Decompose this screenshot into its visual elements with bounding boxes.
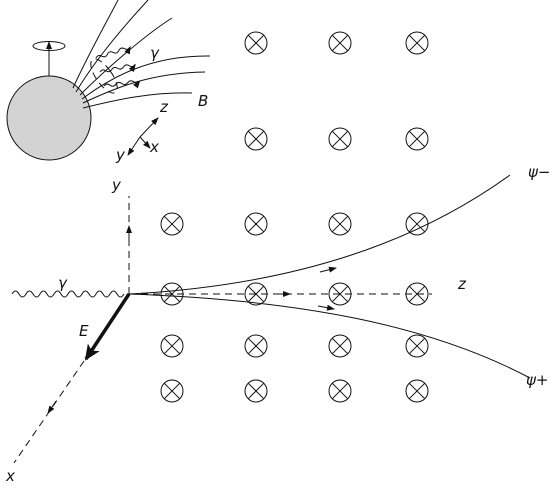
pair-trajectories: ψ− ψ+ xyxy=(128,163,550,389)
circle-cross-icon xyxy=(244,127,268,151)
inset-axes: z y x xyxy=(115,98,169,164)
psi-plus-label: ψ+ xyxy=(526,371,548,389)
circle-cross-icon xyxy=(328,212,352,236)
e-field-label: E xyxy=(79,322,89,340)
circle-cross-icon xyxy=(160,334,184,358)
circle-cross-icon xyxy=(405,379,429,403)
psi-plus-arrow xyxy=(317,304,335,311)
psi-minus-trajectory xyxy=(128,174,511,295)
psi-minus-arrow xyxy=(319,266,337,273)
photon-squiggles xyxy=(95,45,141,89)
gamma-main-label: γ xyxy=(58,274,68,292)
inset-x-label: x xyxy=(149,138,159,156)
star-inset: γ B z y x xyxy=(6,0,211,164)
field-lines xyxy=(72,0,211,109)
psi-minus-label: ψ− xyxy=(528,163,550,181)
incoming-photon: γ xyxy=(11,274,125,298)
e-field-arrow xyxy=(84,293,131,361)
psi-plus-trajectory xyxy=(128,293,531,379)
circle-cross-icon xyxy=(328,334,352,358)
gamma-top-label: γ xyxy=(150,44,160,62)
e-field-vector: E xyxy=(79,293,131,361)
circle-cross-icon xyxy=(328,127,352,151)
inset-z-label: z xyxy=(159,98,169,116)
x-axis-arrow xyxy=(47,400,57,414)
circle-cross-icon xyxy=(160,379,184,403)
circle-cross-icon xyxy=(328,31,352,55)
rotation-ellipse-icon xyxy=(32,41,66,51)
circle-cross-icon xyxy=(405,31,429,55)
inset-y-label: y xyxy=(115,146,126,164)
photon-wave xyxy=(11,290,125,298)
circle-cross-icon xyxy=(244,334,268,358)
field-grid xyxy=(160,31,429,403)
circle-cross-icon xyxy=(328,379,352,403)
circle-cross-icon xyxy=(405,212,429,236)
circle-cross-icon xyxy=(405,127,429,151)
axis-z-label: z xyxy=(457,275,467,293)
main-axes: y z x xyxy=(5,176,467,485)
circle-cross-icon xyxy=(160,212,184,236)
b-field-label: B xyxy=(198,92,208,110)
circle-cross-icon xyxy=(244,379,268,403)
axis-y-label: y xyxy=(111,176,122,194)
circle-cross-icon xyxy=(405,334,429,358)
circle-cross-icon xyxy=(244,31,268,55)
circle-cross-icon xyxy=(244,212,268,236)
axis-x-label: x xyxy=(5,467,15,485)
